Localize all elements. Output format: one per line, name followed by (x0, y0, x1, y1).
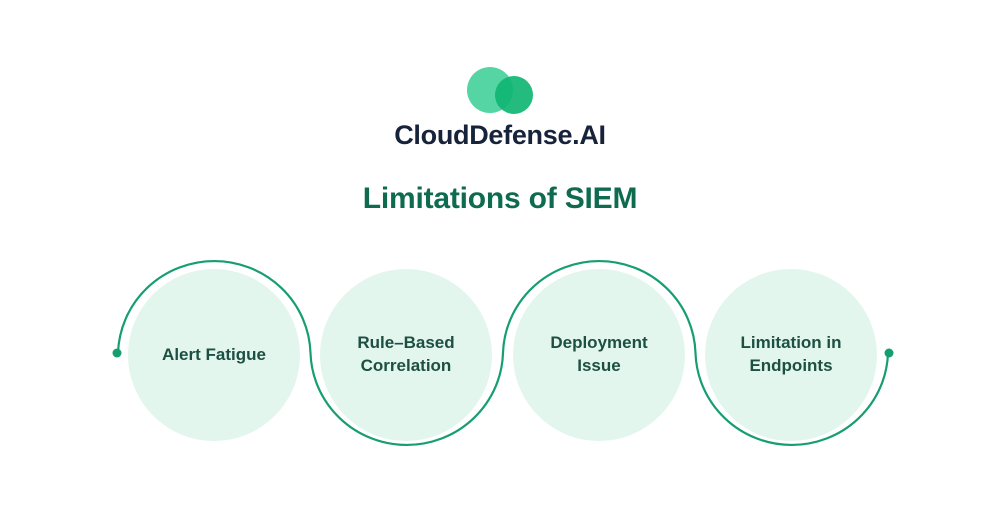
limitation-item-deployment-issue: Deployment Issue (513, 269, 685, 441)
label-line: Correlation (360, 356, 452, 375)
brand-name: CloudDefense.AI (394, 120, 606, 150)
label-line: Endpoints (749, 356, 833, 375)
start-dot-icon (112, 348, 122, 358)
clouddefense-logo-icon (467, 67, 533, 114)
limitation-item-alert-fatigue: Alert Fatigue (128, 269, 300, 441)
limitation-label: Limitation in Endpoints (726, 332, 855, 378)
label-line: Deployment (550, 333, 648, 353)
limitation-label: Deployment Issue (536, 332, 661, 378)
label-line: Limitation in (740, 333, 842, 353)
page-title: Limitations of SIEM (362, 182, 638, 215)
limitation-label: Alert Fatigue (148, 344, 280, 367)
end-dot-icon (884, 348, 894, 358)
limitation-item-limitation-in-endpoints: Limitation in Endpoints (705, 269, 877, 441)
limitation-item-rule-based-correlation: Rule–Based Correlation (320, 269, 492, 441)
logo-right-bubble-icon (495, 76, 533, 114)
limitation-label: Rule–Based Correlation (343, 332, 468, 378)
label-line: Alert Fatigue (162, 344, 266, 364)
label-line: Issue (577, 356, 621, 375)
label-line: Rule–Based (357, 333, 455, 353)
